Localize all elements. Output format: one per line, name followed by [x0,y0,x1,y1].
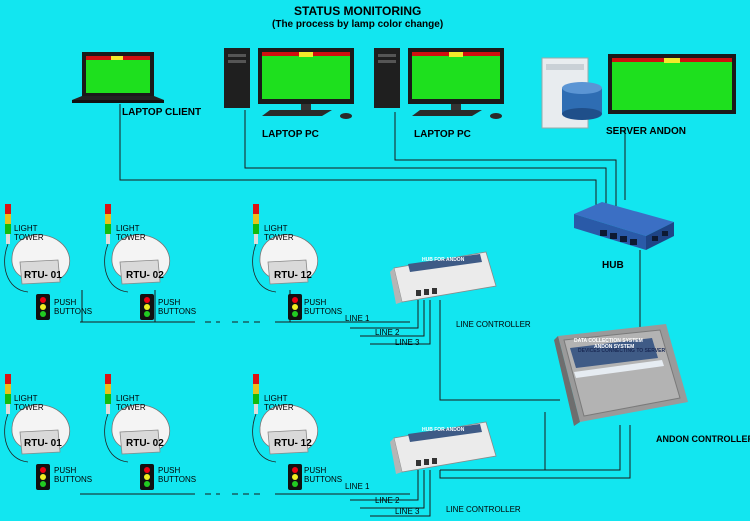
push-button-icon [288,294,302,320]
line-1-label: LINE 1 [345,314,370,323]
desktop-pc-icon-1 [224,48,354,119]
page-title: STATUS MONITORING [294,4,422,18]
push-buttons-label: PUSH BUTTONS [304,298,343,316]
andon-box-line3: DEVICES CONNECTING TO SERVER [578,348,666,354]
wire-laptop-client [119,104,597,206]
line-controller-hub-icon [390,421,497,474]
rtu-device-icon [104,204,171,293]
desktop-pc-icon-2 [374,48,504,119]
rtu-device-icon [252,374,319,463]
push-button-icon [288,464,302,490]
andon-controller-box [554,324,688,426]
laptop-pc-2-label: LAPTOP PC [414,129,471,140]
rtu-device-icon [252,204,319,293]
light-tower-label: LIGHT TOWER [116,394,146,412]
push-button-icon [140,464,154,490]
light-tower-label: LIGHT TOWER [116,224,146,242]
hub-label: HUB [602,260,624,271]
line-2-label: LINE 2 [375,328,400,337]
push-button-icon [140,294,154,320]
laptop-pc-1-label: LAPTOP PC [262,129,319,140]
server-icon [541,54,736,129]
push-buttons-label: PUSH BUTTONS [54,298,93,316]
wire-laptop-pc-1 [244,110,607,206]
line-3-label: LINE 3 [395,338,420,347]
rtu-device-icon [104,374,171,463]
line-3-label: LINE 3 [395,507,420,516]
push-buttons-label: PUSH BUTTONS [54,466,93,484]
push-button-icon [36,294,50,320]
laptop-client-icon [72,52,164,103]
rtu-label: RTU- 02 [126,438,164,449]
page-subtitle: (The process by lamp color change) [272,19,444,30]
push-button-icon [36,464,50,490]
rtu-label: RTU- 12 [274,438,312,449]
hub-for-andon-label: HUB FOR ANDON [422,427,465,433]
line-1-label: LINE 1 [345,482,370,491]
line-controller-label: LINE CONTROLLER [456,320,531,329]
rtu-device-icon [4,374,71,463]
line-controller-hub-icon [390,251,497,304]
push-buttons-label: PUSH BUTTONS [158,298,197,316]
rtu-label: RTU- 01 [24,438,62,449]
light-tower-label: LIGHT TOWER [264,224,294,242]
andon-box-line2: ANDON SYSTEM [594,344,635,350]
rtu-label: RTU- 12 [274,270,312,281]
rtu-label: RTU- 01 [24,270,62,281]
andon-controller-label: ANDON CONTROLLER [656,434,750,444]
network-hub-icon [574,202,674,250]
wire-laptop-pc-2 [394,112,617,206]
light-tower-label: LIGHT TOWER [14,394,44,412]
andon-box-line1: DATA COLLECTION SYSTEM [574,338,643,344]
line-controller-label: LINE CONTROLLER [446,505,521,514]
light-tower-label: LIGHT TOWER [14,224,44,242]
push-buttons-label: PUSH BUTTONS [158,466,197,484]
server-label: SERVER ANDON [606,126,687,137]
light-tower-label: LIGHT TOWER [264,394,294,412]
line-2-label: LINE 2 [375,496,400,505]
laptop-client-label: LAPTOP CLIENT [122,107,202,118]
rtu-device-icon [4,204,71,293]
push-buttons-label: PUSH BUTTONS [304,466,343,484]
hub-for-andon-label: HUB FOR ANDON [422,257,465,263]
rtu-label: RTU- 02 [126,270,164,281]
